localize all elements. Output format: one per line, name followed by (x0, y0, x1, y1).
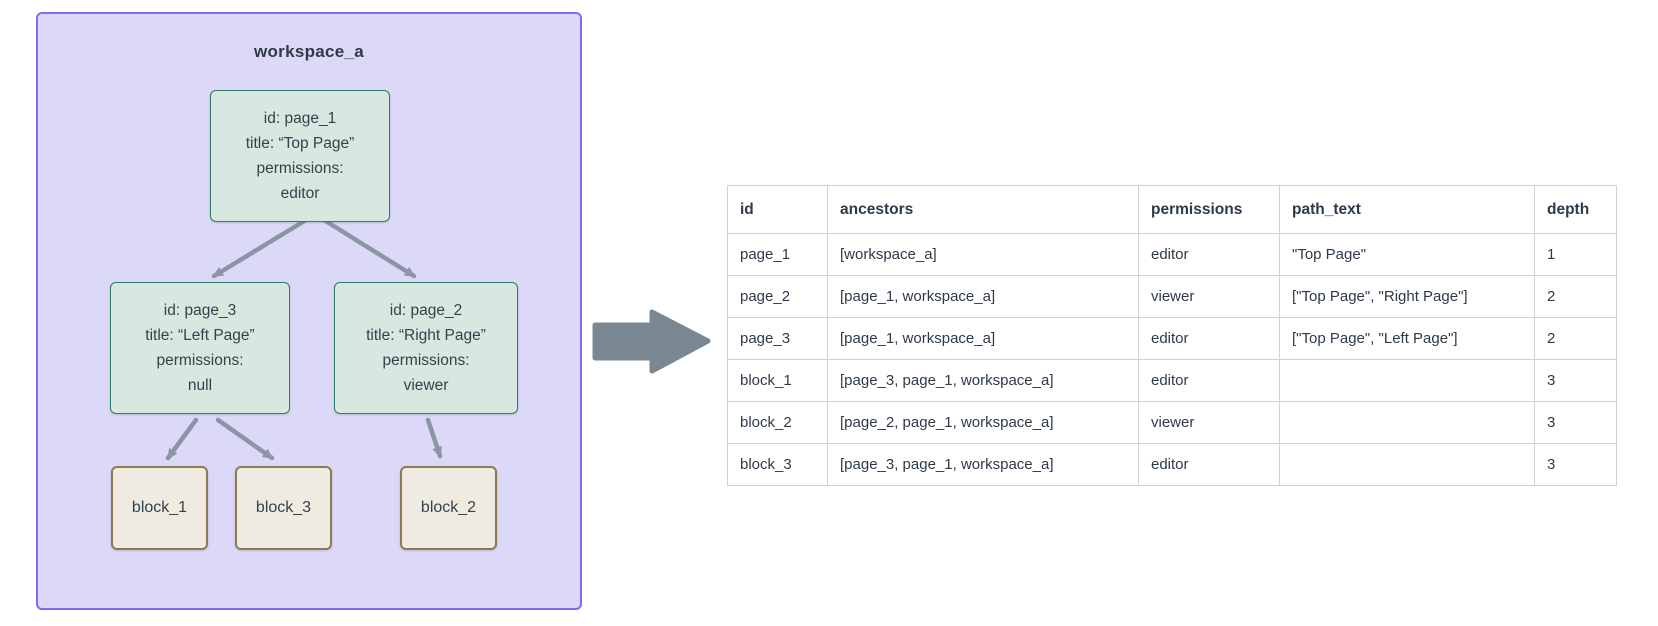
cell-depth: 1 (1534, 233, 1617, 276)
node-page-3-permissions-value: null (187, 377, 213, 394)
cell-path-text (1279, 443, 1535, 486)
node-page-3-permissions-label: permissions: (156, 352, 244, 369)
node-block-1: block_1 (111, 466, 208, 550)
cell-permissions: viewer (1138, 401, 1280, 444)
cell-id: page_3 (727, 317, 828, 360)
cell-ancestors: [page_2, page_1, workspace_a] (827, 401, 1139, 444)
cell-permissions: editor (1138, 443, 1280, 486)
cell-permissions: editor (1138, 317, 1280, 360)
cell-id: block_2 (727, 401, 828, 444)
node-page-2-permissions-label: permissions: (382, 352, 470, 369)
flattened-pages-table: id ancestors permissions path_text depth… (727, 185, 1617, 486)
node-page-1-title: title: “Top Page” (245, 135, 355, 152)
node-block-2: block_2 (400, 466, 497, 550)
column-header-depth: depth (1534, 185, 1617, 234)
table-row: page_3 [page_1, workspace_a] editor ["To… (727, 317, 1617, 360)
node-page-1-id: id: page_1 (263, 110, 337, 127)
cell-path-text (1279, 401, 1535, 444)
edge-page1-page3 (211, 217, 309, 279)
cell-ancestors: [page_1, workspace_a] (827, 275, 1139, 318)
edge-page1-page2 (321, 217, 417, 279)
cell-depth: 3 (1534, 401, 1617, 444)
cell-id: block_3 (727, 443, 828, 486)
cell-path-text (1279, 359, 1535, 402)
column-header-permissions: permissions (1138, 185, 1280, 234)
table-row: block_1 [page_3, page_1, workspace_a] ed… (727, 359, 1617, 402)
cell-path-text: ["Top Page", "Right Page"] (1279, 275, 1535, 318)
table-row: block_3 [page_3, page_1, workspace_a] ed… (727, 443, 1617, 486)
table-row: page_2 [page_1, workspace_a] viewer ["To… (727, 275, 1617, 318)
cell-ancestors: [page_3, page_1, workspace_a] (827, 359, 1139, 402)
node-page-3-id: id: page_3 (163, 302, 237, 319)
cell-depth: 3 (1534, 359, 1617, 402)
table-row: block_2 [page_2, page_1, workspace_a] vi… (727, 401, 1617, 444)
cell-id: block_1 (727, 359, 828, 402)
right-arrow-icon (592, 309, 711, 374)
edge-page3-block3 (215, 417, 275, 461)
cell-path-text: "Top Page" (1279, 233, 1535, 276)
node-page-1-permissions-value: editor (280, 185, 320, 202)
node-page-2-id: id: page_2 (389, 302, 463, 319)
cell-permissions: editor (1138, 233, 1280, 276)
column-header-id: id (727, 185, 828, 234)
cell-ancestors: [page_3, page_1, workspace_a] (827, 443, 1139, 486)
cell-id: page_2 (727, 275, 828, 318)
node-block-3-label: block_3 (255, 499, 312, 516)
workspace-container: workspace_a id: page_1 title: “Top Page”… (36, 12, 582, 610)
table-row: page_1 [workspace_a] editor "Top Page" 1 (727, 233, 1617, 276)
node-block-2-label: block_2 (420, 499, 477, 516)
cell-permissions: viewer (1138, 275, 1280, 318)
node-block-1-label: block_1 (131, 499, 188, 516)
cell-ancestors: [workspace_a] (827, 233, 1139, 276)
node-page-1: id: page_1 title: “Top Page” permissions… (210, 90, 390, 222)
cell-path-text: ["Top Page", "Left Page"] (1279, 317, 1535, 360)
column-header-path-text: path_text (1279, 185, 1535, 234)
edge-page3-block1 (165, 417, 199, 461)
cell-depth: 2 (1534, 317, 1617, 360)
cell-depth: 2 (1534, 275, 1617, 318)
column-header-ancestors: ancestors (827, 185, 1139, 234)
node-page-3-title: title: “Left Page” (145, 327, 255, 344)
node-page-2: id: page_2 title: “Right Page” permissio… (334, 282, 518, 414)
workspace-title: workspace_a (253, 42, 365, 61)
node-block-3: block_3 (235, 466, 332, 550)
edge-page2-block2 (425, 417, 443, 459)
cell-id: page_1 (727, 233, 828, 276)
node-page-1-permissions-label: permissions: (256, 160, 344, 177)
cell-ancestors: [page_1, workspace_a] (827, 317, 1139, 360)
table-header-row: id ancestors permissions path_text depth (727, 185, 1617, 234)
node-page-3: id: page_3 title: “Left Page” permission… (110, 282, 290, 414)
cell-depth: 3 (1534, 443, 1617, 486)
node-page-2-title: title: “Right Page” (366, 327, 486, 344)
node-page-2-permissions-value: viewer (403, 377, 449, 394)
cell-permissions: editor (1138, 359, 1280, 402)
